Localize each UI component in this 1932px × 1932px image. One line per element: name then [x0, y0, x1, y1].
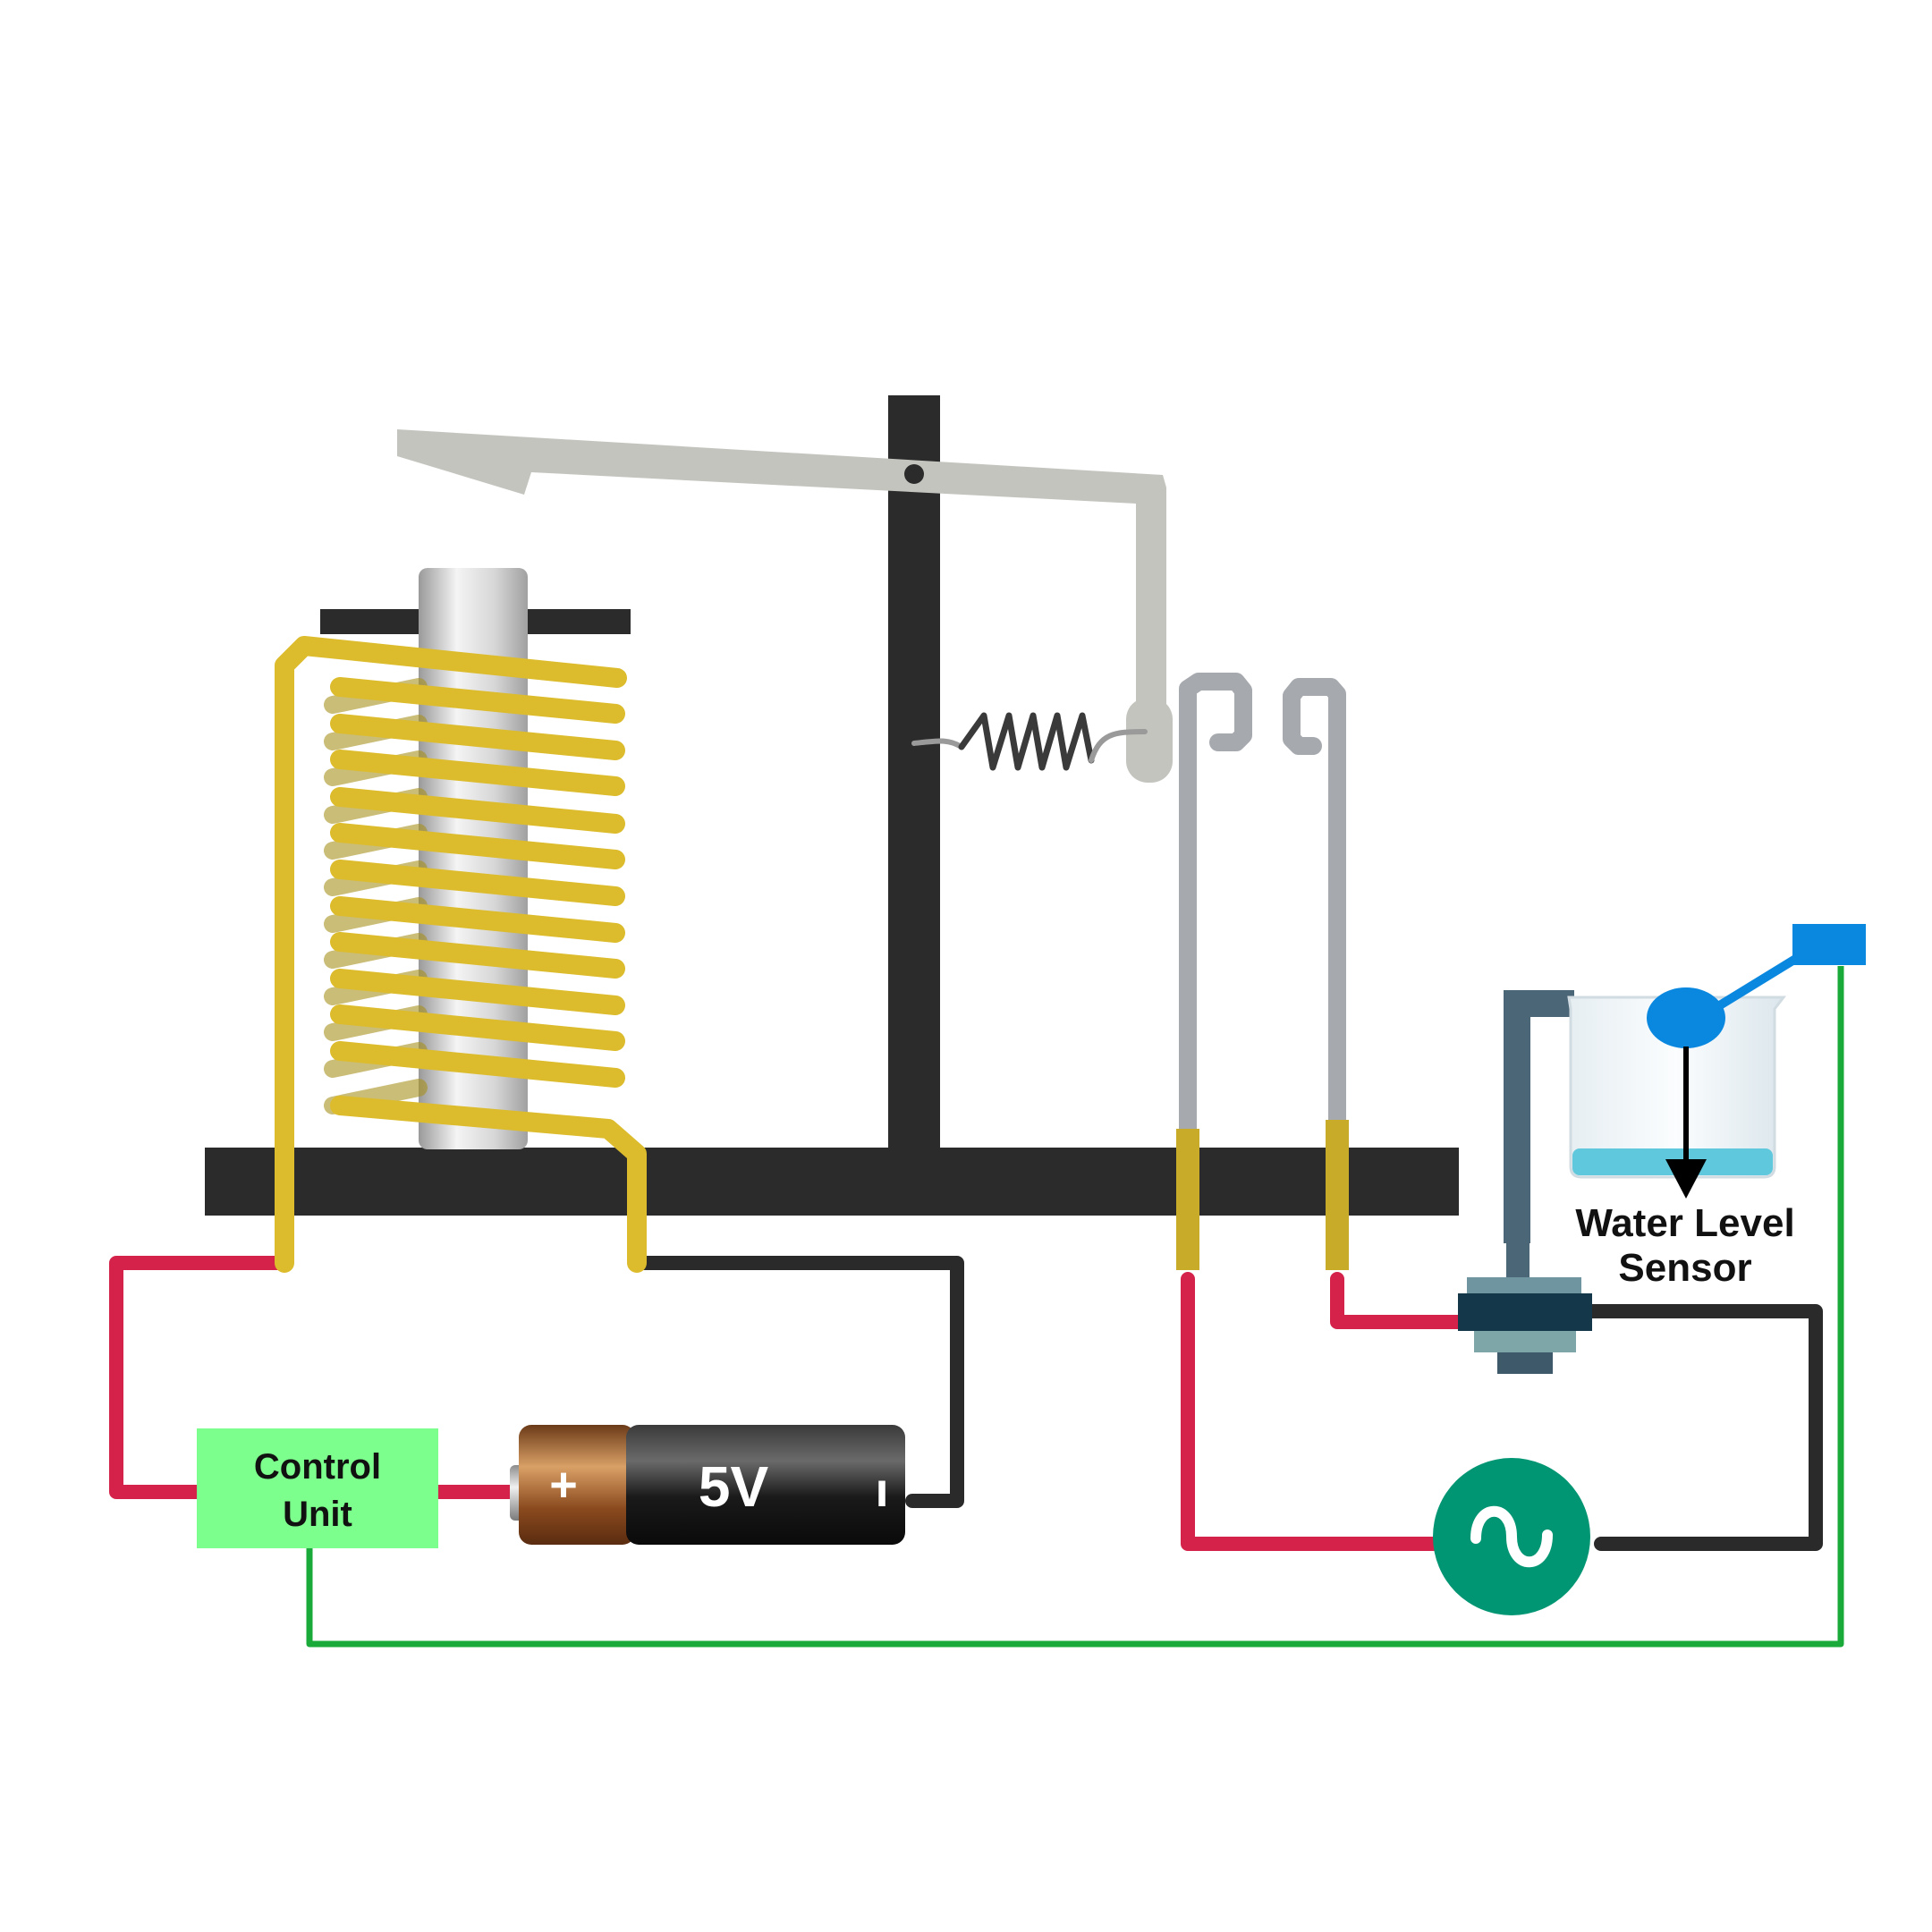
pivot-post	[888, 395, 940, 1151]
ac-sine-icon	[1470, 1505, 1553, 1568]
battery-copper-end	[519, 1425, 635, 1545]
left-contact	[1179, 673, 1252, 1138]
sensor-signal-green-wire	[306, 966, 1844, 1648]
coil-circuit-wires	[109, 1256, 964, 1508]
armature-tip	[1126, 698, 1173, 783]
coil-front-turns	[275, 636, 647, 1273]
valve-pipe	[1504, 990, 1574, 1243]
battery: + 5V ı	[510, 1425, 905, 1545]
base-plate	[205, 1148, 1459, 1216]
load-circuit-wires	[306, 966, 1844, 1648]
valve-neck	[1506, 1243, 1530, 1277]
valve-bottom	[1497, 1352, 1553, 1374]
solenoid-valve	[1458, 990, 1592, 1374]
level-arrow-head	[1665, 1159, 1707, 1199]
control-unit: Control Unit	[197, 1428, 438, 1548]
pivot-pin	[904, 464, 924, 484]
contact-to-ac-red-wire	[1181, 1272, 1447, 1551]
valve-top-cap	[1467, 1277, 1581, 1293]
relay-contacts	[1176, 673, 1349, 1270]
return-spring	[911, 712, 1148, 771]
valve-to-ac-black-wire	[1574, 1304, 1823, 1551]
valve-lower	[1474, 1331, 1576, 1352]
right-contact	[1283, 678, 1346, 1129]
water-level-sensor: Water Level Sensor	[1567, 924, 1866, 1290]
contact-to-valve-red-wire	[1330, 1272, 1474, 1329]
valve-body	[1458, 1293, 1592, 1331]
battery-to-coil-black-wire	[630, 1256, 964, 1508]
float-mount	[1792, 924, 1866, 965]
electromagnet-coil	[275, 636, 647, 1273]
control-unit-label-line1: Control	[254, 1447, 381, 1487]
ac-power-source	[1433, 1458, 1590, 1615]
armature-arm	[397, 429, 1166, 716]
float-ball	[1647, 987, 1725, 1048]
armature-lever	[397, 429, 1173, 783]
battery-body	[626, 1425, 905, 1545]
battery-voltage-label: 5V	[699, 1454, 769, 1519]
battery-minus-sign: ı	[875, 1463, 888, 1517]
sensor-label-line2: Sensor	[1618, 1246, 1751, 1290]
battery-plus-sign: +	[549, 1458, 578, 1512]
sensor-label-line1: Water Level	[1575, 1201, 1794, 1245]
control-to-coil-red-wire	[109, 1256, 293, 1499]
control-unit-box	[197, 1428, 438, 1548]
control-unit-label-line2: Unit	[283, 1495, 352, 1534]
beaker-glass	[1567, 996, 1787, 1179]
relay-frame	[205, 395, 1459, 1216]
